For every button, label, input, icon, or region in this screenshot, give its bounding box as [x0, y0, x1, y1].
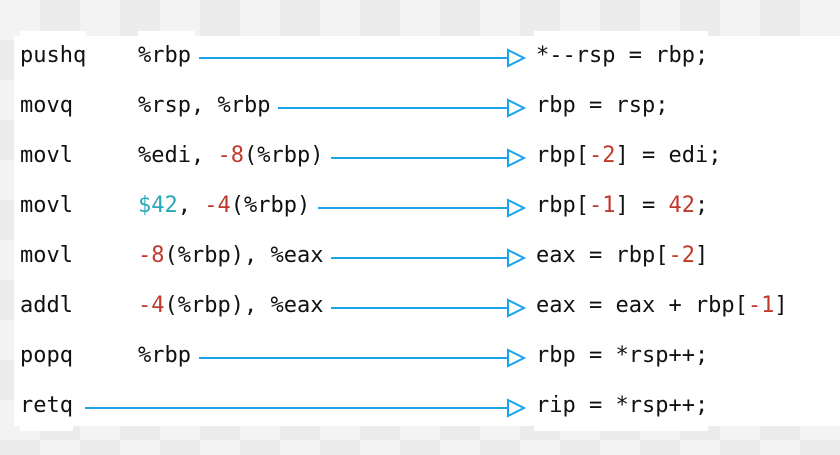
- code-token: rbp = rsp;: [536, 93, 669, 118]
- immediate-token: $42: [138, 193, 178, 218]
- operand-token: ,: [177, 193, 205, 218]
- instruction-mnemonic: addl: [20, 281, 73, 331]
- instruction-operands: %rsp, %rbp: [138, 81, 275, 131]
- code-token: rbp[: [536, 193, 589, 218]
- code-token: rbp = *rsp++;: [536, 343, 709, 368]
- operand-token: %rbp: [138, 343, 191, 368]
- c-equivalent: rbp = *rsp++;: [534, 331, 709, 381]
- instruction-operands: %rbp: [138, 331, 195, 381]
- operand-token: %edi,: [138, 143, 218, 168]
- instruction-operands: -8(%rbp), %eax: [138, 231, 328, 281]
- number-token: -2: [588, 143, 616, 168]
- code-token: eax = eax + rbp[: [536, 293, 748, 318]
- number-token: -1: [747, 293, 775, 318]
- instruction-row: addl -4(%rbp), %eax eax = eax + rbp[-1]: [0, 281, 840, 331]
- instruction-mnemonic: movl: [20, 181, 73, 231]
- c-equivalent: rbp[-1] = 42;: [534, 181, 709, 231]
- instruction-mnemonic: popq: [20, 331, 73, 381]
- operand-token: (%rbp), %eax: [164, 243, 324, 268]
- code-token: ]: [774, 293, 788, 318]
- code-token: ] = edi;: [615, 143, 722, 168]
- instruction-operands: %rbp: [138, 31, 195, 81]
- offset-token: -8: [138, 243, 165, 268]
- instruction-row: movl $42, -4(%rbp) rbp[-1] = 42;: [0, 181, 840, 231]
- code-token: rip = *rsp++;: [536, 393, 709, 418]
- number-token: 42: [668, 193, 695, 218]
- c-equivalent: eax = rbp[-2]: [534, 231, 709, 281]
- instruction-row: popq %rbp rbp = *rsp++;: [0, 331, 840, 381]
- code-token: rbp[: [536, 143, 589, 168]
- offset-token: -4: [138, 293, 165, 318]
- operand-token: (%rbp), %eax: [164, 293, 324, 318]
- instruction-row: pushq %rbp *--rsp = rbp;: [0, 31, 840, 81]
- number-token: -2: [668, 243, 695, 268]
- c-equivalent: rbp[-2] = edi;: [534, 131, 722, 181]
- instruction-operands: -4(%rbp), %eax: [138, 281, 328, 331]
- operand-token: %rsp, %rbp: [138, 93, 271, 118]
- instruction-row: movl %edi, -8(%rbp) rbp[-2] = edi;: [0, 131, 840, 181]
- instruction-row: movl -8(%rbp), %eax eax = rbp[-2]: [0, 231, 840, 281]
- instruction-mnemonic: movq: [20, 81, 73, 131]
- offset-token: -8: [217, 143, 244, 168]
- instruction-mnemonic: pushq: [20, 31, 87, 81]
- c-equivalent: rbp = rsp;: [534, 81, 669, 131]
- c-equivalent: *--rsp = rbp;: [534, 31, 709, 81]
- code-token: *--rsp = rbp;: [536, 43, 709, 68]
- code-token: eax = rbp[: [536, 243, 669, 268]
- c-equivalent: rip = *rsp++;: [534, 381, 709, 431]
- c-equivalent: eax = eax + rbp[-1]: [534, 281, 788, 331]
- code-token: ] =: [615, 193, 669, 218]
- instruction-operands: $42, -4(%rbp): [138, 181, 315, 231]
- code-token: ;: [694, 193, 709, 218]
- operand-token: (%rbp): [243, 143, 324, 168]
- instruction-mnemonic: movl: [20, 231, 73, 281]
- instruction-mnemonic: movl: [20, 131, 73, 181]
- code-token: ]: [694, 243, 709, 268]
- operand-token: %rbp: [138, 43, 191, 68]
- instruction-row: retq rip = *rsp++;: [0, 381, 840, 431]
- instruction-row: movq %rsp, %rbp rbp = rsp;: [0, 81, 840, 131]
- offset-token: -4: [204, 193, 231, 218]
- number-token: -1: [588, 193, 616, 218]
- operand-token: (%rbp): [230, 193, 311, 218]
- instruction-mnemonic: retq: [20, 381, 73, 431]
- instruction-operands: %edi, -8(%rbp): [138, 131, 328, 181]
